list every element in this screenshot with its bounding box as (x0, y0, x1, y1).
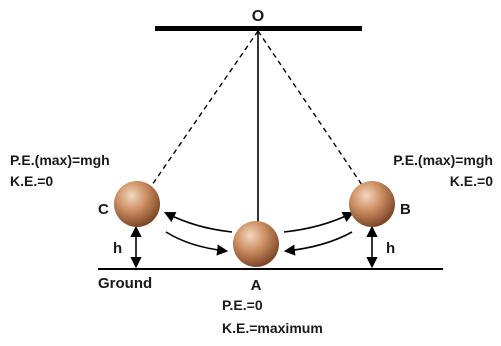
arrow-c-to-a (165, 231, 229, 256)
point-label-c: C (98, 201, 109, 218)
support-beam (155, 26, 362, 31)
height-label-c: h (113, 240, 122, 257)
string-to-c-dashed (151, 30, 259, 186)
point-label-b: B (400, 201, 411, 218)
string-to-b-dashed (257, 30, 363, 186)
energy-a-ke: K.E.=maximum (222, 320, 323, 336)
bob-b (349, 181, 395, 227)
energy-c-ke: K.E.=0 (10, 173, 53, 189)
pivot-label: O (252, 8, 264, 25)
point-label-a: A (251, 277, 262, 294)
arrow-a-to-b (283, 211, 355, 233)
bob-a (233, 221, 279, 267)
arrow-a-to-c (164, 211, 233, 233)
energy-b-ke: K.E.=0 (450, 173, 493, 189)
ground-label: Ground (98, 275, 152, 292)
energy-a-pe: P.E.=0 (222, 297, 263, 313)
height-label-b: h (386, 240, 395, 257)
arrow-b-to-a (283, 231, 353, 256)
energy-c-pe: P.E.(max)=mgh (10, 152, 110, 168)
energy-b-pe: P.E.(max)=mgh (393, 152, 493, 168)
bob-c (114, 181, 160, 227)
